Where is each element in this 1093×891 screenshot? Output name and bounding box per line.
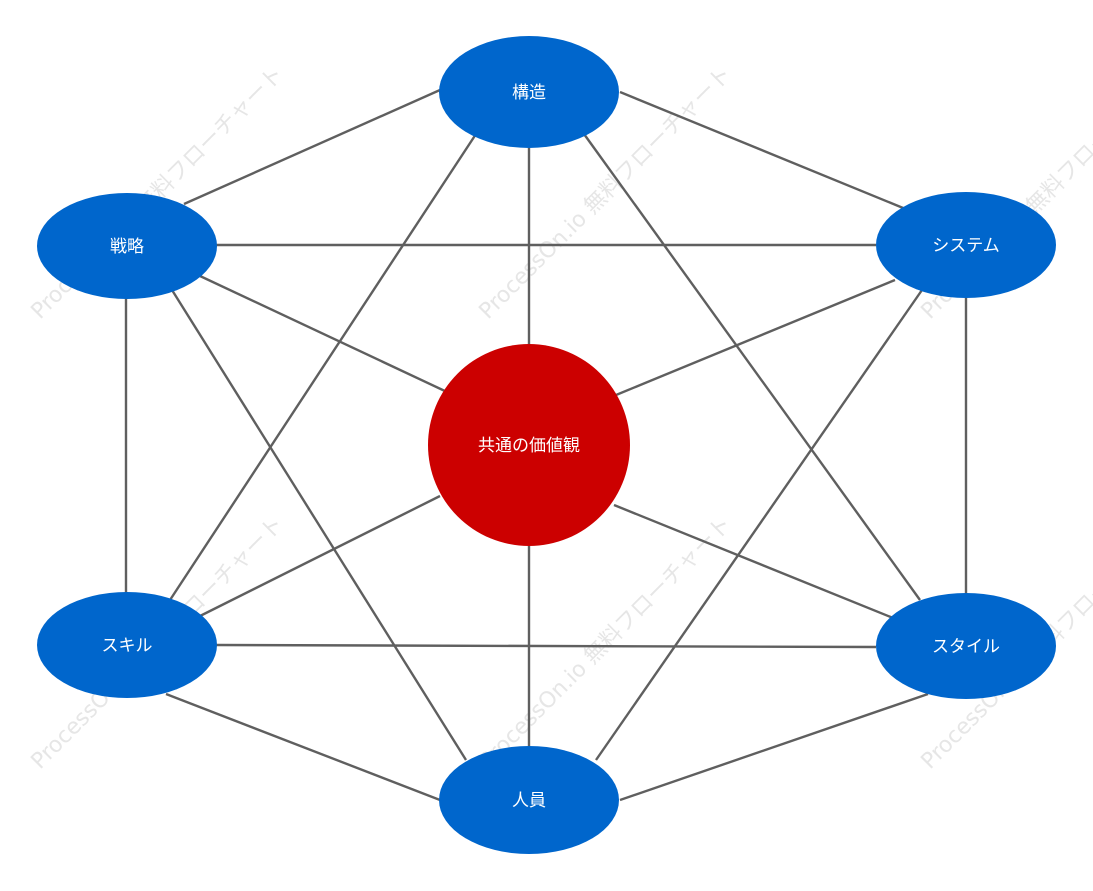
node-staff-shape (439, 746, 619, 854)
edge-center-strategy (199, 274, 448, 394)
node-center-shape (428, 344, 630, 546)
node-center: 共通の価値観 (428, 344, 630, 546)
edge-center-system (615, 278, 896, 397)
node-staff: 人員 (439, 746, 619, 854)
node-skill-label: スキル (102, 636, 153, 656)
edge-style-staff (619, 692, 929, 802)
node-staff-label: 人員 (512, 791, 546, 811)
watermark-text: ProcessOn.io 無料フローチャート (475, 512, 737, 774)
edge-structure-skill (168, 133, 478, 601)
node-center-label: 共通の価値観 (478, 436, 580, 456)
edge-center-skill (197, 494, 441, 619)
node-style-shape (876, 593, 1056, 699)
edges (124, 88, 968, 802)
node-structure: 構造 (439, 36, 619, 148)
edge-staff-skill (165, 692, 441, 802)
edge-center-style (613, 503, 899, 622)
node-style-label: スタイル (932, 637, 1000, 657)
node-system-label: システム (932, 236, 1000, 256)
edge-skill-style (215, 643, 877, 649)
node-strategy: 戦略 (37, 193, 217, 299)
node-skill-shape (37, 592, 217, 698)
edge-structure-style (583, 133, 921, 601)
edge-strategy-staff (170, 289, 468, 761)
edge-system-staff (595, 289, 923, 761)
node-skill: スキル (37, 592, 217, 698)
node-style: スタイル (876, 593, 1056, 699)
node-structure-shape (439, 36, 619, 148)
node-structure-label: 構造 (512, 83, 546, 103)
node-strategy-shape (37, 193, 217, 299)
node-strategy-label: 戦略 (110, 237, 144, 257)
edge-structure-system (619, 90, 909, 212)
node-system-shape (876, 192, 1056, 298)
node-system: システム (876, 192, 1056, 298)
edge-strategy-structure (183, 88, 441, 206)
